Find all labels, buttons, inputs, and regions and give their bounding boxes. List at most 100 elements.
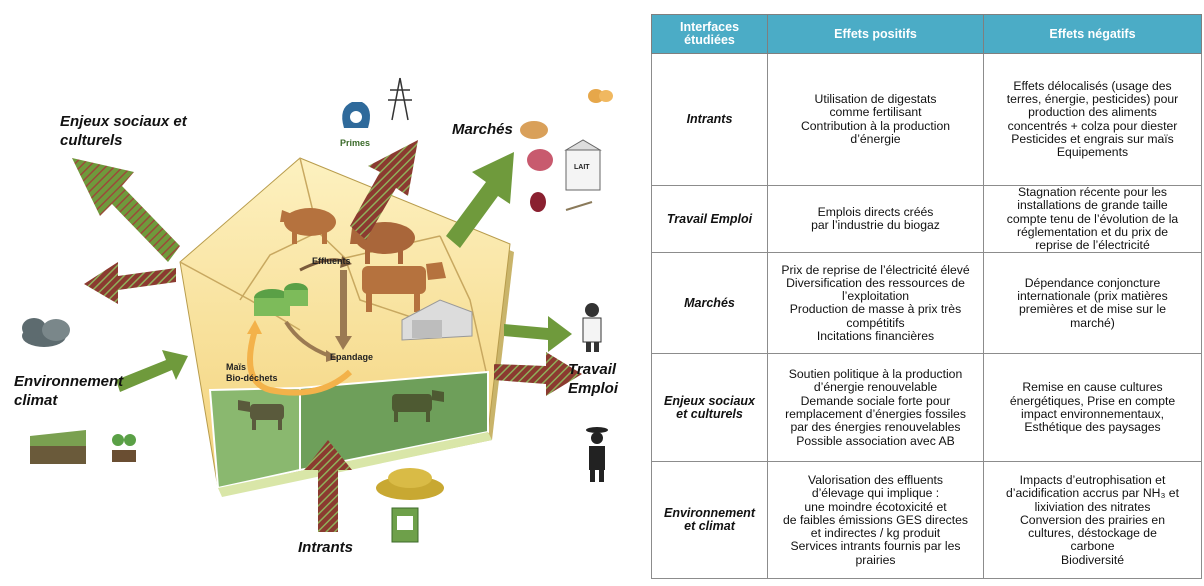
positive-effect-line: Utilisation de digestats [814,91,937,106]
fertilizer-bag-icon [391,507,419,543]
label-primes: Primes [340,138,371,148]
chicken-icon [520,121,548,139]
negative-effect-line: reprise de l’électricité [1035,238,1150,253]
row-interface: Intrants [651,53,768,186]
arrow-environnement-out [84,262,176,304]
label-intrants: Intrants [298,539,354,556]
negative-effect-line: réglementation et du prix de [1016,224,1169,239]
positive-effect-line: par des énergies renouvelables [790,420,961,435]
positive-effect-line: d’élevage qui implique : [811,486,940,501]
negative-effect-line: Pesticides et engrais sur maïs [1011,131,1174,146]
positive-effect-line: Production de masse à prix très [789,302,962,317]
egg-icon [588,89,613,103]
negative-effect-line: cultures, déstockage de [1028,526,1157,541]
positive-effect-line: Services intrants fournis par les [790,539,961,554]
positive-effect-line: compétitifs [846,315,905,330]
header-negative: Effets négatifs [983,14,1202,54]
farmer-icon [586,427,608,482]
negative-effect-line: compte tenu de l’évolution de la [1006,211,1179,226]
header-interfaces: Interfaces étudiées [651,14,768,54]
row-interface: Marchés [651,252,768,355]
negative-effect-line: Biodiversité [1061,552,1124,567]
arrow-travail-in [504,316,572,352]
pig-icon [280,208,336,244]
doctor-icon [582,303,602,352]
table-header-row: Interfaces étudiées Effets positifs Effe… [651,14,1202,54]
label-travail: Travail Emploi [568,361,619,397]
negative-effect-line: Effets délocalisés (usage des [1013,78,1172,93]
digester-icon [254,283,308,316]
soil-icon [30,430,86,464]
effects-table: Interfaces étudiées Effets positifs Effe… [651,14,1202,580]
money-bag-icon [342,102,370,128]
header-positive: Effets positifs [767,14,984,54]
positive-effect-line: Possible association avec AB [796,433,955,448]
positive-effect-line: Diversification des ressources de [786,275,965,290]
negative-effect-line: internationale (prix matières [1017,289,1168,304]
diagram-canvas [22,77,613,543]
seedling-icon [112,434,136,462]
negative-effect-line: premières et de mise sur le [1019,302,1166,317]
arrow-marches-out [446,152,514,248]
arrow-travail-out [494,352,582,396]
negative-effect-line: lixiviation des nitrates [1034,499,1151,514]
positive-effect-line: Demande sociale forte pour [800,393,951,408]
wheat-icon [565,201,593,211]
negative-effect-line: Esthétique des paysages [1024,420,1161,435]
negative-effect-line: impact environnementaux, [1021,406,1164,421]
arrow-enjeux [72,158,180,262]
negative-effect-line: énergétiques, Prise en compte [1009,393,1176,408]
positive-effect-line: Contribution à la production [800,118,951,133]
row-interface: Enjeux sociaux et culturels [651,353,768,463]
negative-effect-line: carbone [1070,539,1115,554]
negative-effect-line: d’acidification accrus par NH₃ et [1006,486,1179,501]
positive-effect-line: et indirectes / kg produit [810,526,941,541]
field-green-left [208,386,301,490]
label-enjeux: Enjeux sociaux et culturels [60,113,187,149]
positive-effect-line: remplacement d’énergies fossiles [785,406,966,421]
label-mais: Maïs Bio-déchets [226,362,278,383]
row-interface: Travail Emploi [651,184,768,254]
cow-dark-icon-2 [392,390,444,422]
negative-effect-line: concentrés + colza pour diester [1007,118,1178,133]
effects-table-container: Interfaces étudiées Effets positifs Effe… [651,14,1202,580]
positive-effect-line: Incitations financières [816,329,935,344]
negative-effect-line: terres, énergie, pesticides) pour [1006,91,1179,106]
positive-effect-line: prairies [855,552,896,567]
arrow-intrants [304,440,352,532]
negative-effect-line: production des aliments [1028,105,1157,120]
cloud-icon [22,318,70,347]
label-epandage: Epandage [330,352,374,362]
positive-effect-line: par l’industrie du biogaz [811,218,940,233]
cow-icon [362,262,446,312]
negative-effect-line: Conversion des prairies en [1020,512,1165,527]
biogas-interfaces-diagram: Enjeux sociaux et culturels Marchés Envi… [14,77,619,556]
cow-dark-icon [238,400,284,430]
field-edge [218,432,492,497]
positive-effect-line: Soutien politique à la production [788,367,963,382]
negative-effect-line: installations de grande taille [1017,198,1168,213]
positive-effect-line: de faibles émissions GES directes [783,512,968,527]
pylon-icon [388,77,412,121]
label-marches: Marchés [452,121,513,138]
positive-effect-line: une moindre écotoxicité et [804,499,947,514]
row-interface: Environnement et climat [651,461,768,580]
negative-effect-line: marché) [1070,315,1115,330]
positive-effect-line: comme fertilisant [829,105,922,120]
meat-icon [527,149,553,212]
negative-effect-line: Impacts d’eutrophisation et [1019,472,1166,487]
grain-pile-icon [376,468,444,500]
negative-effect-line: Stagnation récente pour les [1017,185,1168,199]
negative-effect-line: Dépendance conjoncture [1024,275,1161,290]
